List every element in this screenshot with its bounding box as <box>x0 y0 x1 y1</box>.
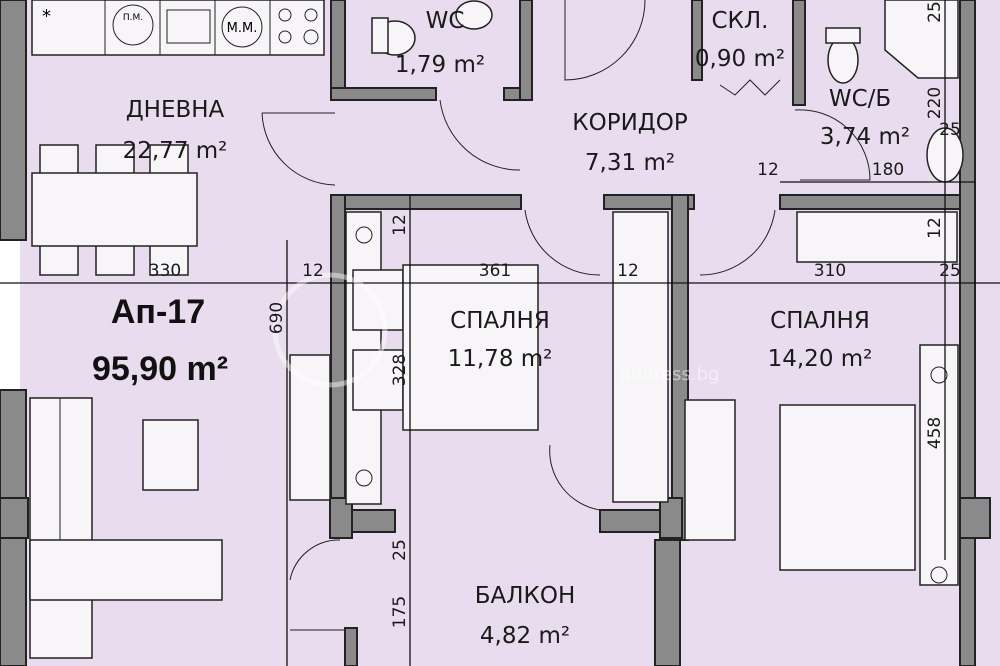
room-living-area: 22,77 m² <box>123 138 228 164</box>
dim-label: 25 <box>939 120 961 140</box>
dim-label: 12 <box>757 160 779 180</box>
dim-label: 12 <box>617 261 639 281</box>
dim-label: 25 <box>939 261 961 281</box>
watermark-logo: address.bg <box>272 272 719 388</box>
washing-machine-label: П.М. <box>123 13 143 23</box>
room-wc-name: WC <box>426 8 465 34</box>
room-bath-area: 3,74 m² <box>820 124 910 150</box>
room-storage-area: 0,90 m² <box>695 46 785 72</box>
dim-label: 175 <box>390 596 410 628</box>
room-corridor-area: 7,31 m² <box>585 150 675 176</box>
room-bath-name: WC/Б <box>829 86 891 112</box>
room-bedroom1-name: СПАЛНЯ <box>450 308 550 334</box>
dim-label: 12 <box>302 261 324 281</box>
bedroom-furniture <box>289 211 959 586</box>
dim-label: 330 <box>149 261 181 281</box>
dim-label: 220 <box>925 87 945 119</box>
dim-label: 12 <box>390 214 410 236</box>
dim-label: 12 <box>925 217 945 239</box>
dim-label: 361 <box>479 261 511 281</box>
apartment-area: 95,90 m² <box>92 350 228 388</box>
room-corridor-name: КОРИДОР <box>572 110 688 136</box>
dim-label: 25 <box>390 539 410 561</box>
dim-label: 25 <box>925 1 945 23</box>
dishwasher-label: М.М. <box>227 21 258 36</box>
apartment-label: Ап-17 <box>111 293 205 331</box>
sofa <box>29 397 223 659</box>
room-storage-name: СКЛ. <box>712 8 769 34</box>
dim-label: 328 <box>390 354 410 386</box>
dim-label: 458 <box>925 417 945 449</box>
room-balcony-name: БАЛКОН <box>475 583 576 609</box>
outside-area <box>0 240 20 390</box>
room-bedroom1-area: 11,78 m² <box>448 346 553 372</box>
dining-table <box>31 144 198 276</box>
room-bedroom2-name: СПАЛНЯ <box>770 308 870 334</box>
room-bedroom2-area: 14,20 m² <box>768 346 873 372</box>
room-wc-area: 1,79 m² <box>395 52 485 78</box>
kitchen-counter: * П.М. М.М. <box>31 0 325 56</box>
room-balcony-area: 4,82 m² <box>480 623 570 649</box>
room-living-name: ДНЕВНА <box>126 97 225 123</box>
fridge-symbol: * <box>42 6 51 27</box>
dim-label: 690 <box>267 302 287 334</box>
dim-label: 180 <box>872 160 904 180</box>
dim-label: 310 <box>814 261 846 281</box>
doors <box>261 0 871 631</box>
watermark-site: address.bg <box>620 364 719 385</box>
